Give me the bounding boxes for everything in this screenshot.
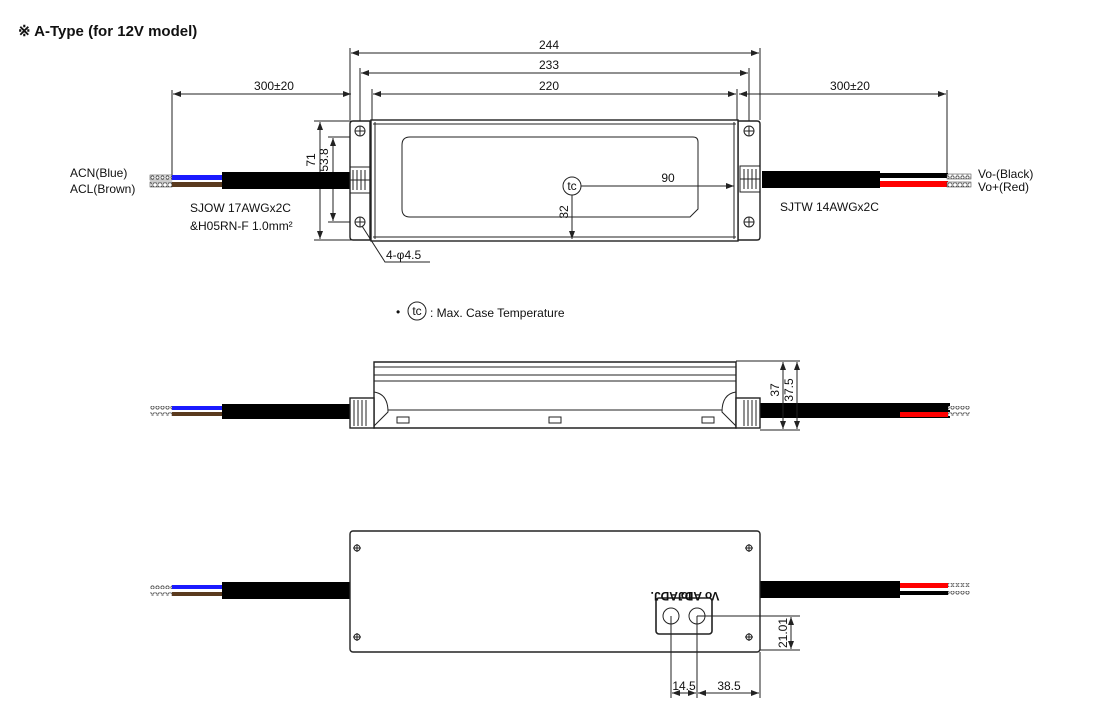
mounting-hole-icon (354, 216, 366, 228)
mounting-hole-icon (743, 216, 755, 228)
dim-label: 300±20 (830, 79, 870, 93)
mounting-holes (354, 125, 755, 228)
stripped-wire-end (149, 181, 173, 188)
tc-icon: tc (412, 304, 421, 318)
drawing-title: ※ A-Type (for 12V model) (18, 23, 197, 40)
output-cable (762, 171, 880, 188)
vo-neg-label: Vo-(Black) (978, 167, 1033, 181)
brown-wire (172, 182, 224, 187)
vo-adj-label: Vo ADJ. (675, 589, 720, 603)
case-body (370, 119, 739, 242)
dim-label: 53.8 (317, 148, 331, 172)
holes-leader (361, 225, 430, 263)
dim-label: 300±20 (254, 79, 294, 93)
legend-text: : Max. Case Temperature (430, 306, 565, 320)
input-cable-spec: SJOW 17AWGx2C (190, 201, 291, 215)
io-adj-label: Io ADJ. (651, 589, 692, 603)
tc-legend: • tc : Max. Case Temperature (396, 301, 565, 321)
dim-label: 90 (661, 171, 675, 185)
bottom-view: Io ADJ. Vo ADJ. 21.01 14.5 38.5 (150, 530, 970, 698)
dim-label: 21.01 (776, 618, 790, 648)
dim-220: 220 (371, 79, 738, 120)
dim-label: 71 (304, 153, 318, 167)
dim-output-cable: 300±20 (739, 79, 948, 174)
stripped-wire-end (149, 174, 173, 181)
stripped-wire-end (946, 173, 972, 180)
dim-label: 220 (539, 79, 559, 93)
input-cable-spec-2: &H05RN-F 1.0mm² (190, 219, 293, 233)
output-cable-spec: SJTW 14AWGx2C (780, 200, 879, 214)
input-cable (222, 172, 352, 189)
case-bottom (349, 530, 761, 653)
blue-wire (172, 175, 224, 180)
dim-label: 244 (539, 38, 559, 52)
top-view: 244 233 220 300±20 300±20 71 (70, 38, 1033, 263)
dim-input-cable: 300±20 (171, 79, 351, 176)
mounting-hole-icon (354, 125, 366, 137)
legend-bullet: • (396, 305, 400, 319)
dim-label: 233 (539, 58, 559, 72)
dim-label: 32 (557, 205, 571, 219)
tc-point: tc 90 32 (557, 171, 734, 239)
dim-label: 37 (768, 383, 782, 397)
acn-label: ACN(Blue) (70, 166, 127, 180)
right-mounting-ear (737, 120, 761, 241)
dim-label: 38.5 (717, 679, 741, 693)
red-wire (880, 181, 948, 187)
black-wire (880, 173, 948, 178)
glands (349, 165, 761, 194)
dim-label: 14.5 (672, 679, 696, 693)
vo-pos-label: Vo+(Red) (978, 180, 1029, 194)
mounting-hole-icon (743, 125, 755, 137)
label-area (401, 136, 699, 218)
dim-233: 233 (359, 58, 750, 130)
side-view: 37 37.5 (150, 360, 970, 431)
dim-label: 37.5 (782, 378, 796, 402)
stripped-wire-end (946, 181, 972, 188)
tc-icon: tc (567, 179, 576, 193)
dim-244: 244 (349, 38, 761, 120)
holes-label: 4-φ4.5 (386, 248, 421, 262)
acl-label: ACL(Brown) (70, 182, 135, 196)
